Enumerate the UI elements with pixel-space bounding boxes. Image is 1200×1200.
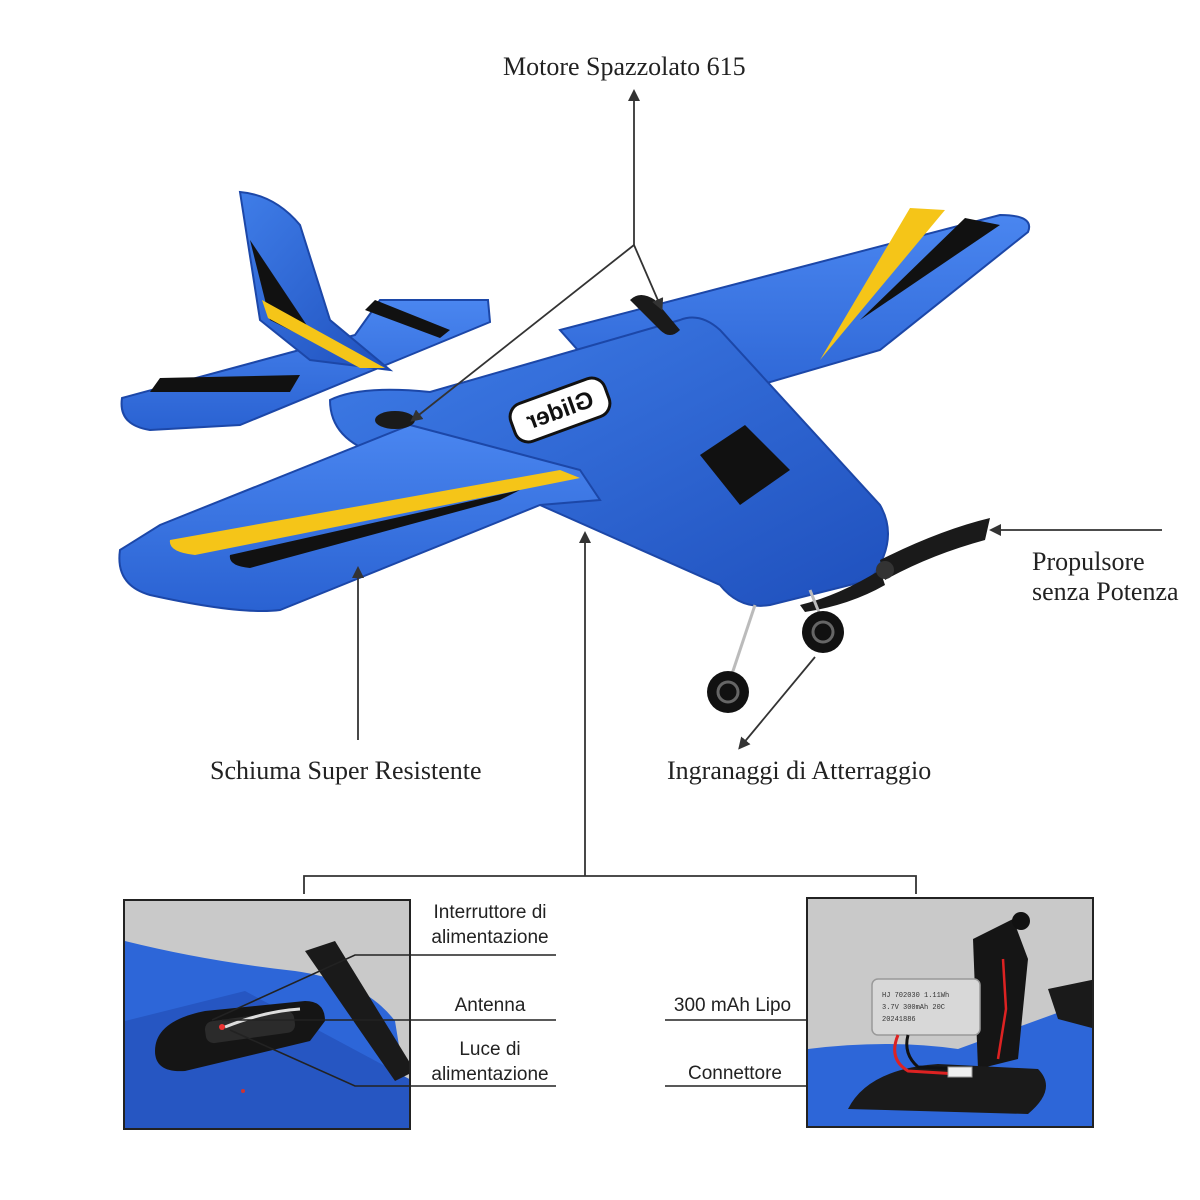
fuselage: Glider [328,316,889,607]
motor-pusher-prop [375,295,680,429]
foam-label: Schiuma Super Resistente [210,756,482,785]
nose-propeller [800,518,990,612]
power-switch-photo [125,901,409,1128]
propeller-label-line2: senza Potenza [1032,577,1179,606]
battery-print-1: HJ 702030 1.11Wh [882,992,949,1000]
power-switch-label-line1: Interruttore di [433,902,547,923]
power-light-label-line1: Luce di [459,1039,521,1060]
connector-label: Connettore [687,1063,782,1084]
battery-label: 300 mAh Lipo [673,995,792,1016]
battery-detail-panel: HJ 702030 1.11Wh 3.7V 300mAh 20C 2024188… [806,897,1094,1128]
landing-gear-illustration [707,589,844,713]
antenna-label: Antenna [454,995,526,1016]
gear-arrow [738,656,816,750]
battery-print-3: 20241886 [882,1016,916,1024]
battery-photo: HJ 702030 1.11Wh 3.7V 300mAh 20C 2024188… [808,899,1092,1126]
propeller-label: Propulsore senza Potenza [1032,547,1179,607]
panel-bracket [303,875,917,894]
battery-print-2: 3.7V 300mAh 20C [882,1004,945,1012]
power-switch-label-line2: alimentazione [431,927,549,948]
main-wing-left [118,423,602,612]
propeller-label-line1: Propulsore [1032,547,1145,576]
tail-fin [238,190,394,372]
callout-lines [303,89,1162,894]
power-light-label-line2: alimentazione [431,1064,549,1085]
power-switch-label: Interruttore di alimentazione [420,900,560,950]
horizontal-stabilizer [120,299,492,432]
landing-gear-label: Ingranaggi di Atterraggio [667,756,932,785]
power-light-label: Luce di alimentazione [420,1037,560,1087]
power-switch-detail-panel [123,899,411,1130]
motor-label: Motore Spazzolato 615 [503,52,746,81]
